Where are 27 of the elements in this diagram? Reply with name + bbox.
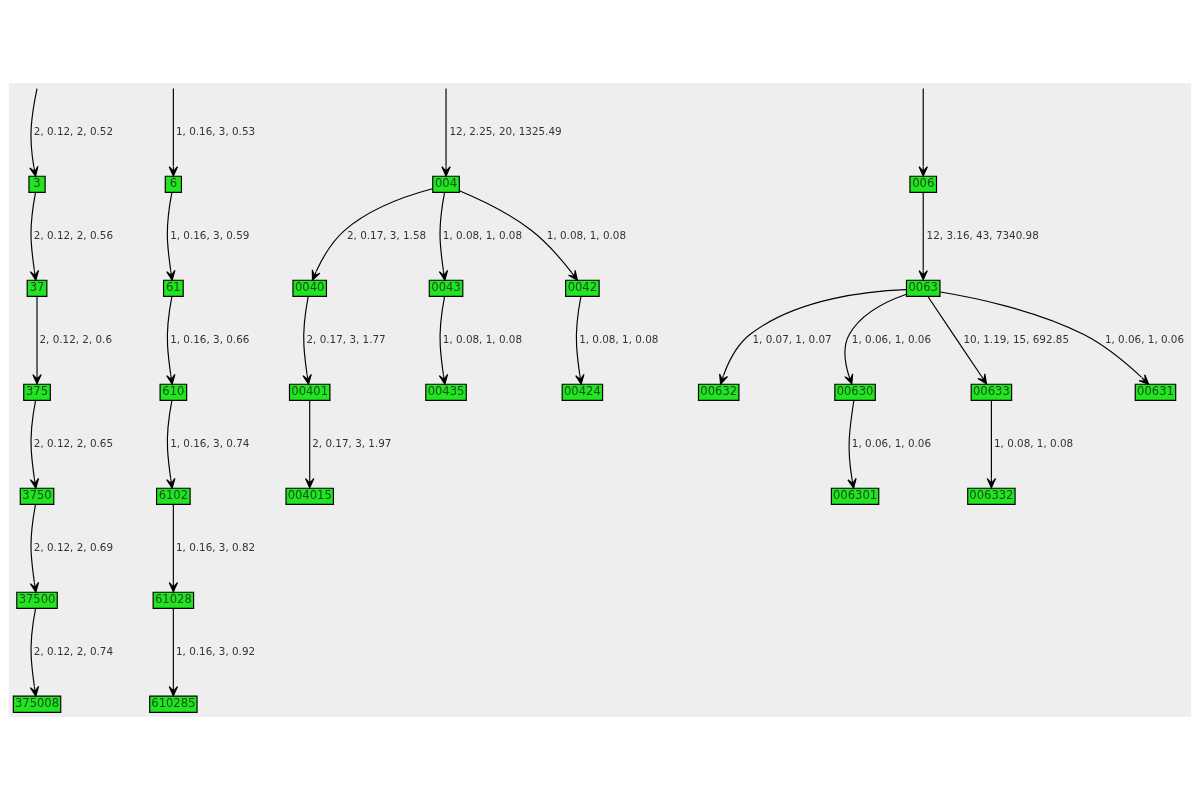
edge-label: 1, 0.06, 1, 0.06 [851, 436, 932, 449]
edge-label: 2, 0.12, 2, 0.69 [33, 540, 114, 553]
edge-label: 2, 0.17, 3, 1.77 [306, 332, 386, 345]
edge-label: 10, 1.19, 15, 692.85 [963, 332, 1070, 345]
edge-label: 2, 0.17, 3, 1.97 [312, 436, 392, 449]
edge-label: 1, 0.16, 3, 0.74 [170, 436, 250, 449]
edge-label: 1, 0.08, 1, 0.08 [546, 228, 627, 241]
edge-label: 1, 0.16, 3, 0.66 [170, 332, 250, 345]
edge-label: 2, 0.12, 2, 0.65 [33, 436, 114, 449]
edge-label: 1, 0.16, 3, 0.82 [175, 540, 256, 553]
edge-label: 1, 0.16, 3, 0.92 [175, 644, 256, 657]
edge-label: 1, 0.16, 3, 0.53 [175, 124, 256, 137]
edge-label: 2, 0.12, 2, 0.56 [33, 228, 114, 241]
edge-label: 1, 0.08, 1, 0.08 [442, 228, 523, 241]
edge-label: 2, 0.12, 2, 0.52 [33, 124, 114, 137]
edge-label: 1, 0.06, 1, 0.06 [851, 332, 932, 345]
edge-label: 1, 0.16, 3, 0.59 [170, 228, 250, 241]
edge-label: 2, 0.12, 2, 0.6 [39, 332, 113, 345]
edge-label: 12, 3.16, 43, 7340.98 [926, 228, 1039, 241]
edge-label: 1, 0.08, 1, 0.08 [442, 332, 523, 345]
edge-label: 1, 0.08, 1, 0.08 [993, 436, 1074, 449]
edge-label: 1, 0.08, 1, 0.08 [579, 332, 659, 345]
edge-label: 2, 0.17, 3, 1.58 [346, 228, 427, 241]
edge-label: 1, 0.06, 1, 0.06 [1104, 332, 1185, 345]
edge-label: 1, 0.07, 1, 0.07 [752, 332, 832, 345]
edge-label: 2, 0.12, 2, 0.74 [33, 644, 114, 657]
edge-label: 12, 2.25, 20, 1325.49 [449, 124, 562, 137]
